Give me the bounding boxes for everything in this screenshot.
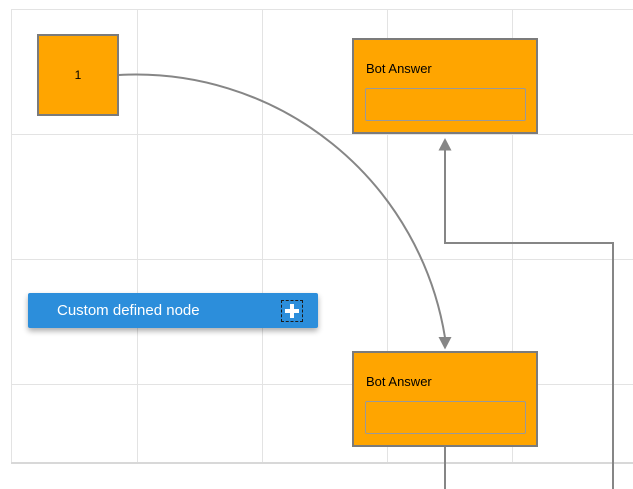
custom-node-label: Custom defined node	[57, 302, 200, 319]
node-bot-answer-bottom[interactable]: Bot Answer	[352, 351, 538, 447]
node-start[interactable]: 1	[37, 34, 119, 116]
add-node-button[interactable]	[281, 299, 303, 322]
arrowhead-down-icon	[438, 337, 452, 350]
answer-textbox[interactable]	[365, 88, 526, 121]
bot-answer-title: Bot Answer	[366, 61, 432, 76]
node-custom-defined[interactable]: Custom defined node	[28, 293, 318, 328]
bot-answer-title: Bot Answer	[366, 374, 432, 389]
arrowhead-up-icon	[438, 138, 452, 151]
connector-bot-bottom-to-bot-top[interactable]	[438, 138, 614, 489]
answer-textbox[interactable]	[365, 401, 526, 434]
grid	[11, 9, 633, 464]
connector-start-to-bot-bottom[interactable]	[118, 73, 452, 350]
plus-icon	[285, 303, 299, 318]
node-bot-answer-top[interactable]: Bot Answer	[352, 38, 538, 134]
node-start-label: 1	[74, 68, 82, 82]
